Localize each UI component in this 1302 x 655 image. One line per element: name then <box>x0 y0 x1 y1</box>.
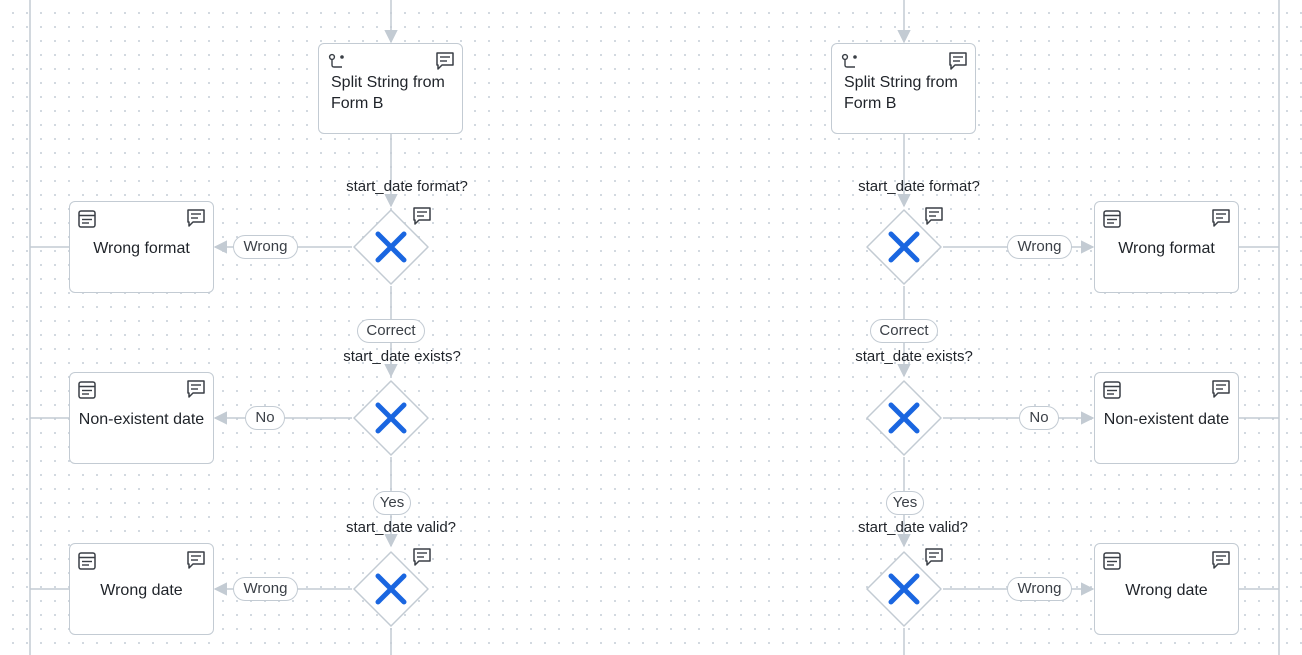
exclusive-gateway-x-icon <box>375 573 407 605</box>
end-node-label: Non-existent date <box>1103 411 1230 428</box>
form-card-icon <box>1103 552 1121 570</box>
exclusive-gateway-x-icon <box>888 573 920 605</box>
path-label-no-right[interactable]: No <box>1019 406 1059 430</box>
form-card-icon <box>78 381 96 399</box>
form-card-icon <box>1103 381 1121 399</box>
gateway-label-exists-left: start_date exists? <box>343 348 461 365</box>
gateway-label-exists-right: start_date exists? <box>855 348 973 365</box>
gateway-label-valid-left: start_date valid? <box>345 519 457 536</box>
exclusive-gateway-valid-right[interactable] <box>865 550 943 628</box>
split-string-task-right[interactable]: Split String from Form B <box>831 43 976 134</box>
path-label-wrong-format-left[interactable]: Wrong <box>233 235 298 259</box>
gateway-label-format-right: start_date format? <box>858 178 980 195</box>
task-label-line1: Split String from <box>331 74 445 91</box>
path-label-yes-right[interactable]: Yes <box>886 491 924 515</box>
comment-icon[interactable] <box>412 547 432 567</box>
comment-icon[interactable] <box>435 51 455 71</box>
exclusive-gateway-exists-right[interactable] <box>865 379 943 457</box>
exclusive-gateway-format-right[interactable] <box>865 208 943 286</box>
task-label: Split String from Form B <box>331 72 462 114</box>
script-task-icon <box>841 53 857 68</box>
form-card-icon <box>1103 210 1121 228</box>
form-card-icon <box>78 552 96 570</box>
exclusive-gateway-format-left[interactable] <box>352 208 430 286</box>
exclusive-gateway-valid-left[interactable] <box>352 550 430 628</box>
comment-icon[interactable] <box>412 206 432 226</box>
form-card-icon <box>78 210 96 228</box>
task-label-line1: Split String from <box>844 74 958 91</box>
path-label-correct-right[interactable]: Correct <box>870 319 938 343</box>
path-label-wrong-date-left[interactable]: Wrong <box>233 577 298 601</box>
end-node-label: Wrong format <box>1118 240 1215 257</box>
comment-icon[interactable] <box>948 51 968 71</box>
end-node-wrong-format-right[interactable]: Wrong format <box>1094 201 1239 293</box>
gateway-label-valid-right: start_date valid? <box>857 519 969 536</box>
exclusive-gateway-x-icon <box>888 402 920 434</box>
end-node-nonexistent-right[interactable]: Non-existent date <box>1094 372 1239 464</box>
path-label-correct-left[interactable]: Correct <box>357 319 425 343</box>
exclusive-gateway-x-icon <box>888 231 920 263</box>
exclusive-gateway-x-icon <box>375 402 407 434</box>
task-label-line2: Form B <box>844 95 897 112</box>
end-node-nonexistent-left[interactable]: Non-existent date <box>69 372 214 464</box>
comment-icon[interactable] <box>186 550 206 570</box>
exclusive-gateway-exists-left[interactable] <box>352 379 430 457</box>
comment-icon[interactable] <box>1211 550 1231 570</box>
path-label-yes-left[interactable]: Yes <box>373 491 411 515</box>
comment-icon[interactable] <box>924 206 944 226</box>
comment-icon[interactable] <box>924 547 944 567</box>
end-node-wrong-date-right[interactable]: Wrong date <box>1094 543 1239 635</box>
comment-icon[interactable] <box>1211 379 1231 399</box>
end-node-label: Non-existent date <box>78 411 205 428</box>
path-label-no-left[interactable]: No <box>245 406 285 430</box>
task-label: Split String from Form B <box>844 72 975 114</box>
end-node-label: Wrong date <box>100 582 183 599</box>
end-node-wrong-format-left[interactable]: Wrong format <box>69 201 214 293</box>
end-node-wrong-date-left[interactable]: Wrong date <box>69 543 214 635</box>
end-node-label: Wrong format <box>93 240 190 257</box>
script-task-icon <box>328 53 344 68</box>
comment-icon[interactable] <box>1211 208 1231 228</box>
exclusive-gateway-x-icon <box>375 231 407 263</box>
task-label-line2: Form B <box>331 95 384 112</box>
split-string-task-left[interactable]: Split String from Form B <box>318 43 463 134</box>
end-node-label: Wrong date <box>1125 582 1208 599</box>
path-label-wrong-format-right[interactable]: Wrong <box>1007 235 1072 259</box>
path-label-wrong-date-right[interactable]: Wrong <box>1007 577 1072 601</box>
comment-icon[interactable] <box>186 379 206 399</box>
comment-icon[interactable] <box>186 208 206 228</box>
gateway-label-format-left: start_date format? <box>346 178 468 195</box>
